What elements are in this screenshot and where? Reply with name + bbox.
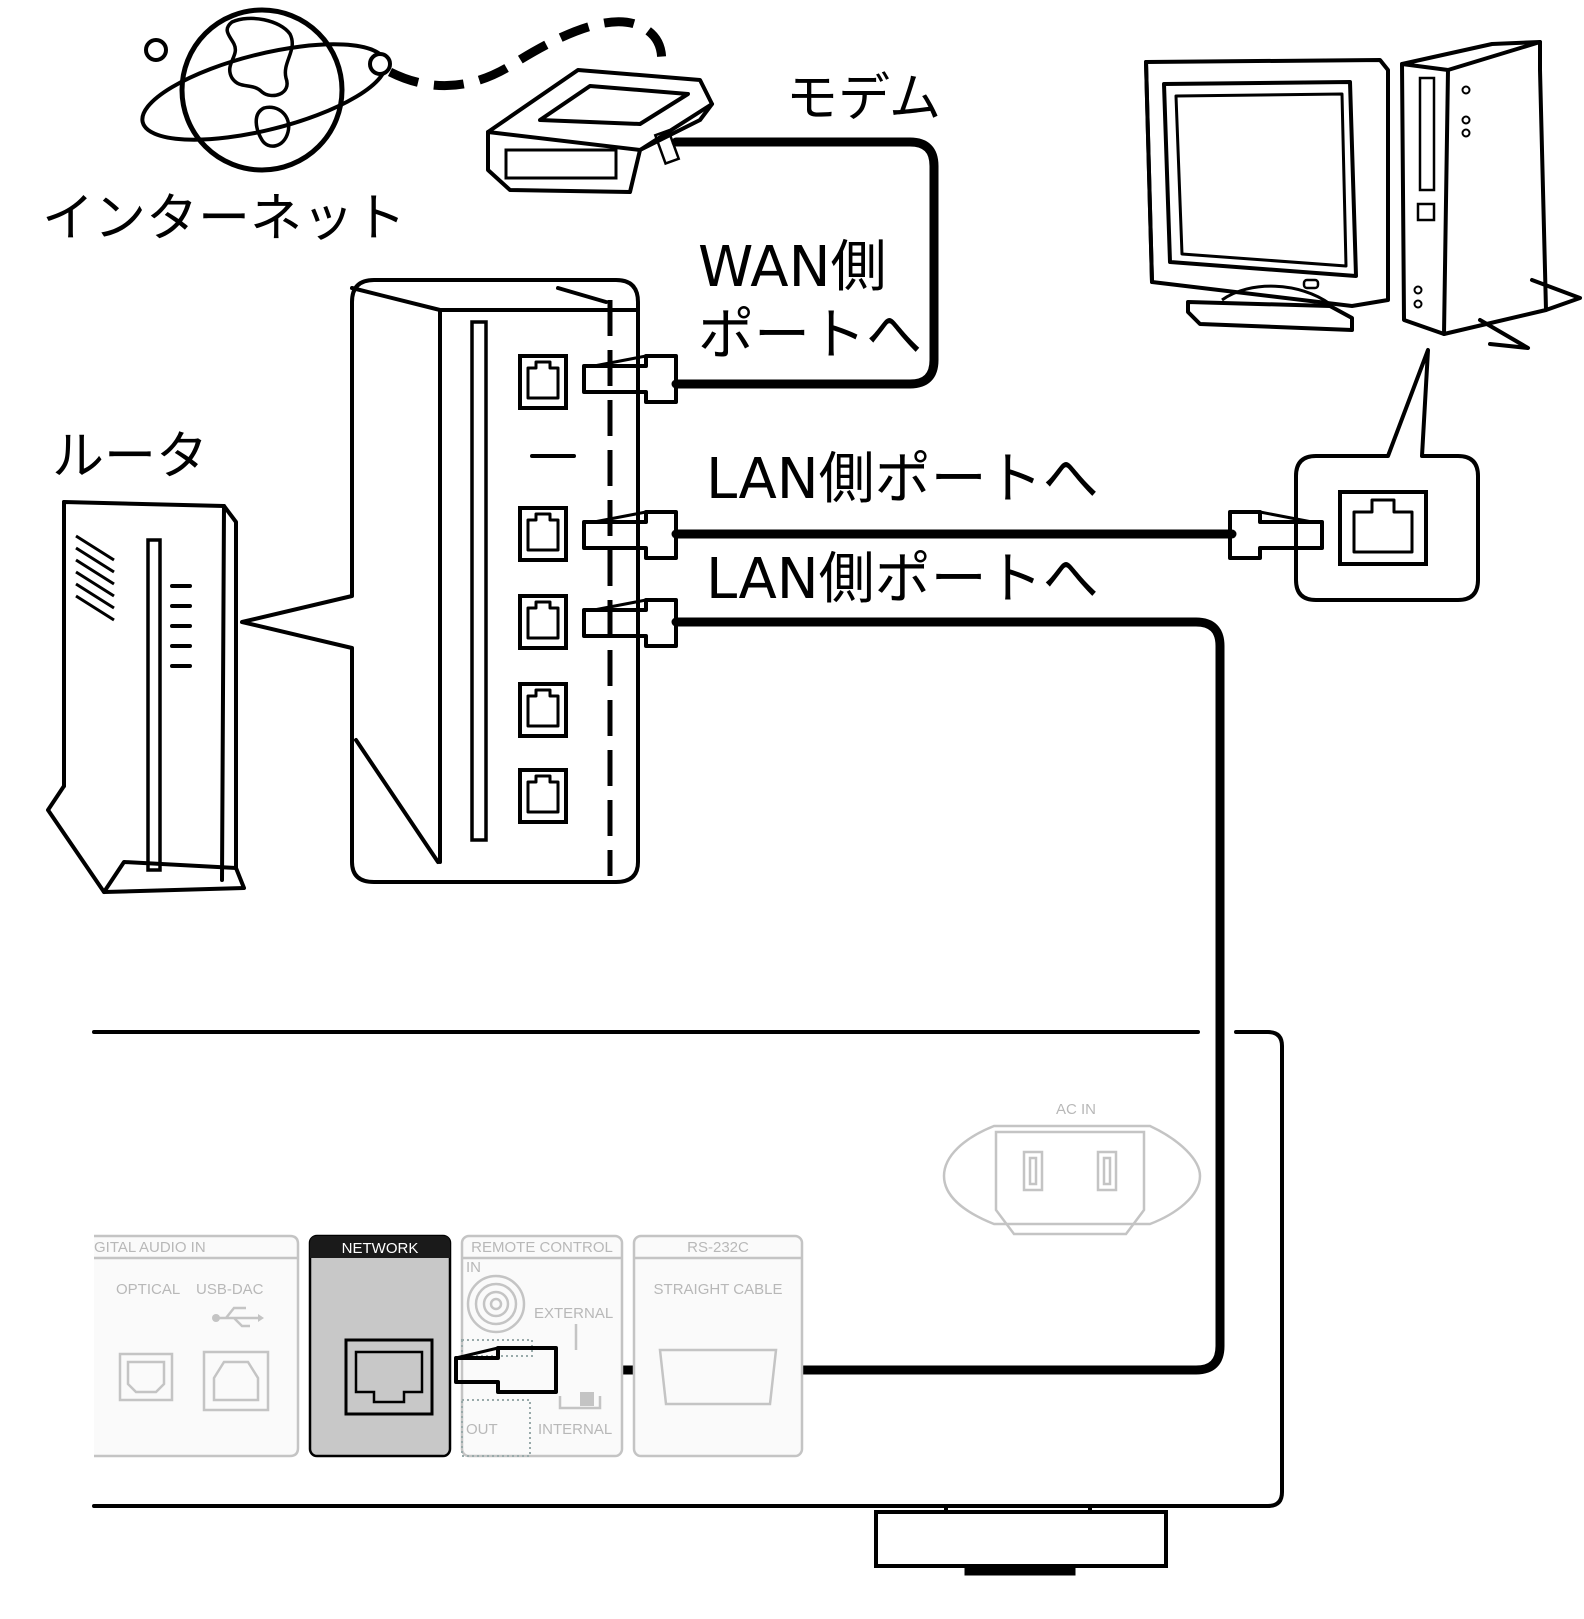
lan-cable-2-plug-icon [582, 598, 678, 648]
remote-in-jack-icon [466, 1274, 526, 1334]
network-lan-jack-icon [344, 1338, 434, 1416]
usb-dac-label: USB-DAC [196, 1281, 264, 1298]
router-wan-port-icon [518, 354, 568, 410]
network-section: NETWORK [308, 1234, 452, 1458]
router-label: ルータ [52, 427, 208, 487]
player-rear-panel: AC IN GITAL AUDIO IN OPTICAL USB-DAC [92, 1030, 1284, 1576]
modem-wan-cable [671, 137, 939, 389]
wan-port-label-line1: WAN側 [698, 235, 887, 300]
ac-in-socket: AC IN [942, 1101, 1202, 1236]
lan-port-label-pc: LAN側ポートへ [706, 447, 1099, 512]
ac-in-label: AC IN [1056, 1101, 1096, 1118]
lan-port-label-player: LAN側ポートへ [706, 547, 1099, 612]
usb-dac-jack-icon [202, 1350, 270, 1412]
router-lan-port-4-icon [518, 768, 568, 824]
remote-external-label: EXTERNAL [534, 1305, 613, 1322]
rs232c-section: RS-232C STRAIGHT CABLE [632, 1234, 804, 1458]
remote-out-label: OUT [466, 1421, 498, 1438]
digital-audio-in-section: GITAL AUDIO IN OPTICAL USB-DAC [94, 1234, 300, 1458]
remote-control-label: REMOTE CONTROL [471, 1239, 613, 1256]
router-lan-port-2-icon [518, 594, 568, 650]
router-player-lan-cable [551, 617, 1225, 1375]
wan-cable-plug-icon [582, 354, 678, 404]
optical-label: OPTICAL [116, 1281, 180, 1298]
remote-in-label: IN [466, 1259, 481, 1276]
router-port-callout [240, 278, 678, 884]
internet-globe-icon [140, 7, 392, 173]
straight-cable-label: STRAIGHT CABLE [654, 1281, 783, 1298]
pc-lan-port-callout [1294, 348, 1480, 602]
player-cable-plug-icon [454, 1346, 558, 1394]
router-lan-port-3-icon [518, 682, 568, 738]
usb-icon [212, 1306, 264, 1328]
digital-audio-in-label: GITAL AUDIO IN [94, 1239, 206, 1256]
modem-icon [486, 68, 714, 194]
rs232c-connector-icon [658, 1348, 778, 1406]
computer-icon [1144, 40, 1582, 350]
optical-jack-icon [118, 1352, 174, 1402]
pc-cable-plug-icon [1228, 510, 1324, 560]
router-icon [46, 500, 246, 894]
remote-switch-icon [580, 1392, 594, 1406]
remote-internal-label: INTERNAL [538, 1421, 612, 1438]
remote-control-section: REMOTE CONTROL IN EXTERNAL OUT INTERNAL [460, 1234, 624, 1458]
internet-label: インターネット [42, 189, 406, 249]
modem-label: モデム [786, 69, 941, 129]
wan-port-label-line2: ポートへ [698, 303, 922, 368]
router-lan-port-1-icon [518, 506, 568, 562]
network-label: NETWORK [342, 1240, 419, 1257]
rs232c-label: RS-232C [687, 1239, 749, 1256]
lan-cable-1-plug-icon [582, 510, 678, 560]
internet-modem-dashed-link [387, 17, 667, 91]
